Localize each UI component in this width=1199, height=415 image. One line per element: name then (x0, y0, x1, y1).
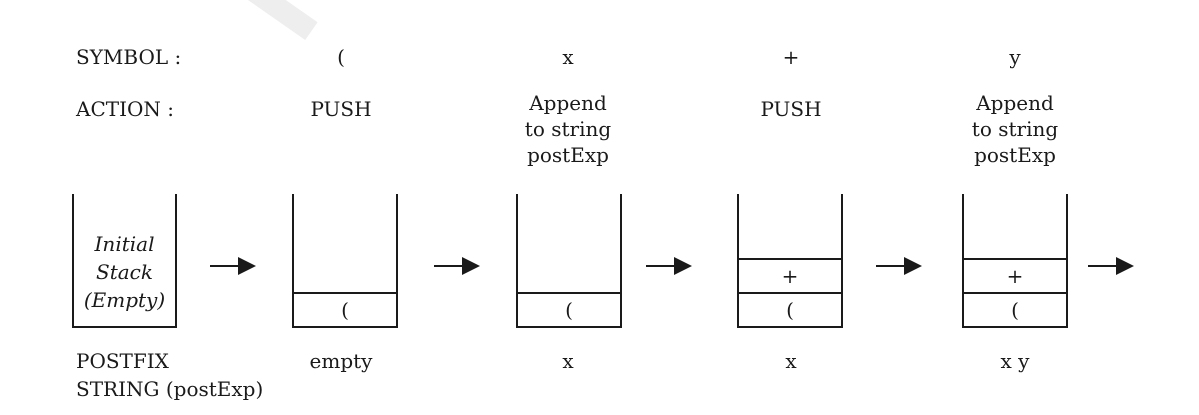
stack-cell: ( (292, 292, 398, 326)
step-symbol: x (562, 45, 574, 69)
stack-step-1: ( (292, 194, 398, 328)
initial-stack-label-line1: Initial (94, 232, 155, 256)
transition-arrow (434, 256, 480, 276)
step-symbol: + (782, 45, 800, 69)
stack-cell: + (962, 258, 1068, 292)
transition-arrow (1088, 256, 1134, 276)
initial-stack-label-line3: (Empty) (83, 288, 166, 312)
watermark: not to (110, 0, 747, 91)
step-action-line: postExp (527, 143, 609, 167)
step-action-line: Append (529, 91, 607, 115)
transition-arrow (210, 256, 256, 276)
step-action-line: to string (971, 117, 1059, 141)
action-row-label: ACTION : (76, 97, 174, 121)
transition-arrow (876, 256, 922, 276)
initial-stack: Initial Stack (Empty) (72, 194, 177, 328)
step-action-line: PUSH (760, 97, 822, 121)
step-action-line: to string (524, 117, 612, 141)
step-action-line: PUSH (310, 97, 372, 121)
step-symbol: ( (337, 45, 345, 69)
stack-step-3: ( + (737, 194, 843, 328)
transition-arrow (646, 256, 692, 276)
stack-step-4: ( + (962, 194, 1068, 328)
stack-step-2: ( (516, 194, 622, 328)
step-postfix: x (785, 349, 797, 373)
stack-cell: ( (516, 292, 622, 326)
step-action-line: Append (976, 91, 1054, 115)
postfix-row-label-line1: POSTFIX (76, 349, 169, 373)
stack-cell: + (737, 258, 843, 292)
symbol-row-label: SYMBOL : (76, 45, 182, 69)
step-action-line: postExp (974, 143, 1056, 167)
initial-stack-label-line2: Stack (96, 260, 153, 284)
step-symbol: y (1009, 45, 1021, 69)
step-postfix: x y (1000, 349, 1030, 373)
stack-cell: ( (737, 292, 843, 326)
stack-cell: ( (962, 292, 1068, 326)
step-postfix: empty (309, 349, 373, 373)
postfix-row-label-line2: STRING (postExp) (76, 377, 264, 401)
step-postfix: x (562, 349, 574, 373)
